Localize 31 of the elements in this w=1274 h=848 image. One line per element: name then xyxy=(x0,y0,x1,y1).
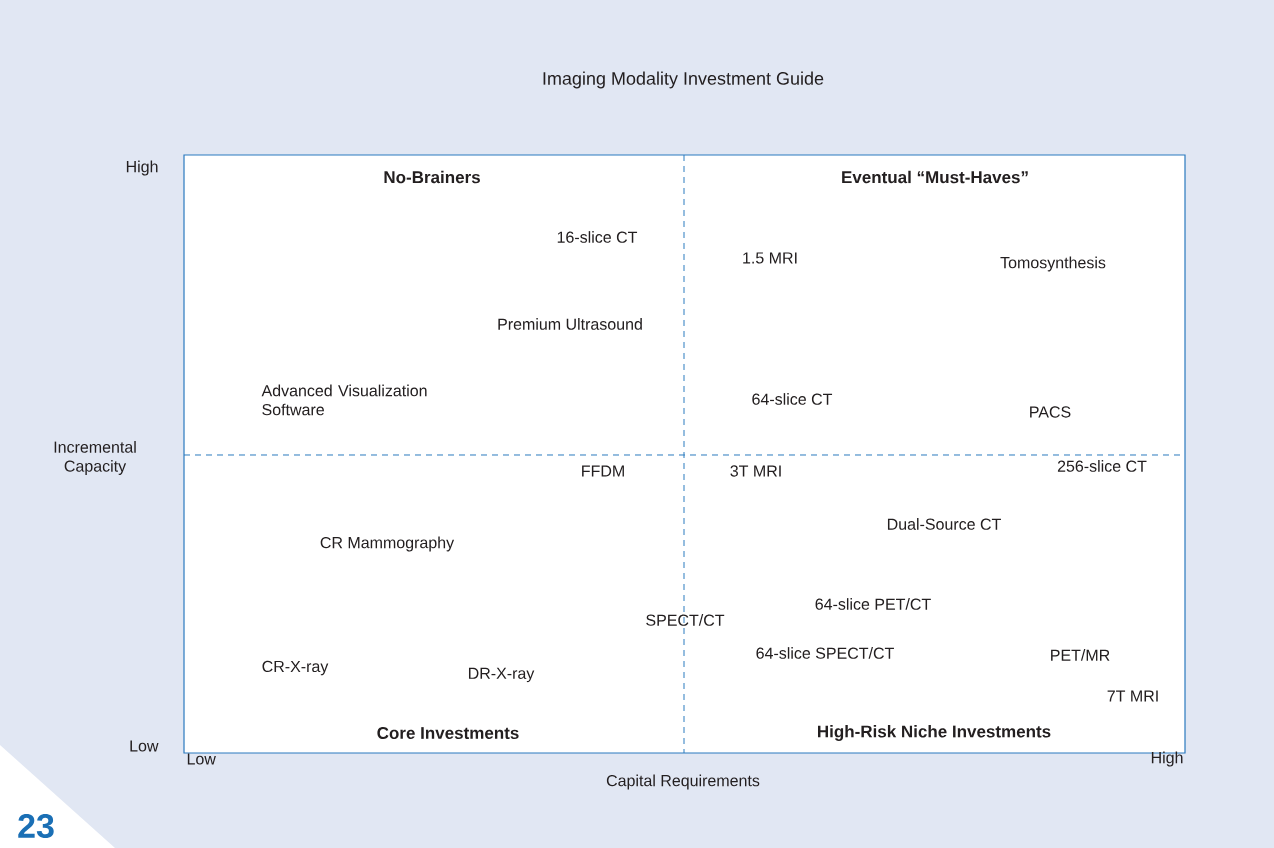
item-label: 16-slice CT xyxy=(557,231,638,243)
item-label: DR-X-ray xyxy=(469,667,535,683)
item-label: 64-slice CT xyxy=(752,393,833,405)
axis-title: Incremental Capacity xyxy=(54,441,136,475)
quadrant-heading: Core Investments xyxy=(377,726,519,739)
item-label: 1.5 MRI xyxy=(743,252,797,264)
item-label: CR-X-ray xyxy=(262,660,329,676)
item-label: 7T MRI xyxy=(1107,690,1158,702)
quadrant-heading: Eventual “Must-Haves” xyxy=(842,170,1028,184)
item-label: SPECT/CT xyxy=(646,614,725,626)
item-label: 3T MRI xyxy=(730,465,781,477)
quadrant-heading: High-Risk Niche Investments xyxy=(818,725,1051,741)
item-label: Advanced Visualization Software xyxy=(261,384,427,416)
axis-tick-label: Low xyxy=(130,740,159,752)
item-label: CR Mammography xyxy=(320,536,455,552)
item-label: 64-slice PET/CT xyxy=(815,598,931,610)
quadrant-heading: No-Brainers xyxy=(384,170,480,184)
item-label: 64-slice SPECT/CT xyxy=(756,647,894,659)
item-label: Dual-Source CT xyxy=(887,518,1001,530)
axis-tick-label: Low xyxy=(187,753,216,765)
axis-tick-label: High xyxy=(1151,751,1183,767)
axis-title: Capital Requirements xyxy=(606,774,760,790)
chart-title: Imaging Modality Investment Guide xyxy=(543,71,824,89)
item-label: PET/MR xyxy=(1051,649,1110,661)
axis-tick-label: High xyxy=(126,160,158,176)
item-label: Premium Ultrasound xyxy=(498,318,642,330)
page-number: 23 xyxy=(18,813,54,839)
item-label: FFDM xyxy=(582,465,624,477)
item-label: 256-slice CT xyxy=(1057,460,1147,472)
item-label: Tomosynthesis xyxy=(1000,256,1106,272)
item-label: PACS xyxy=(1030,406,1071,418)
